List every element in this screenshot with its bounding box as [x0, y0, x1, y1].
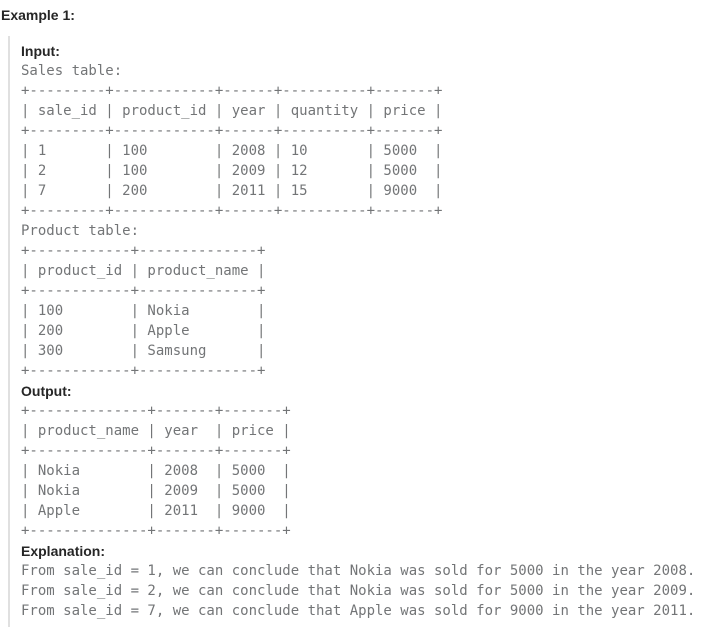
- output-table-ascii: +--------------+-------+-------+ | produ…: [21, 403, 291, 539]
- example-title: Example 1:: [1, 7, 75, 23]
- output-label: Output:: [21, 383, 72, 399]
- explanation-label: Explanation:: [21, 543, 106, 559]
- explanation-text: From sale_id = 1, we can conclude that N…: [21, 563, 696, 619]
- input-tables-ascii: Sales table: +---------+------------+---…: [21, 63, 443, 379]
- input-label: Input:: [21, 43, 60, 59]
- example-block: Input: Sales table: +---------+---------…: [8, 36, 718, 627]
